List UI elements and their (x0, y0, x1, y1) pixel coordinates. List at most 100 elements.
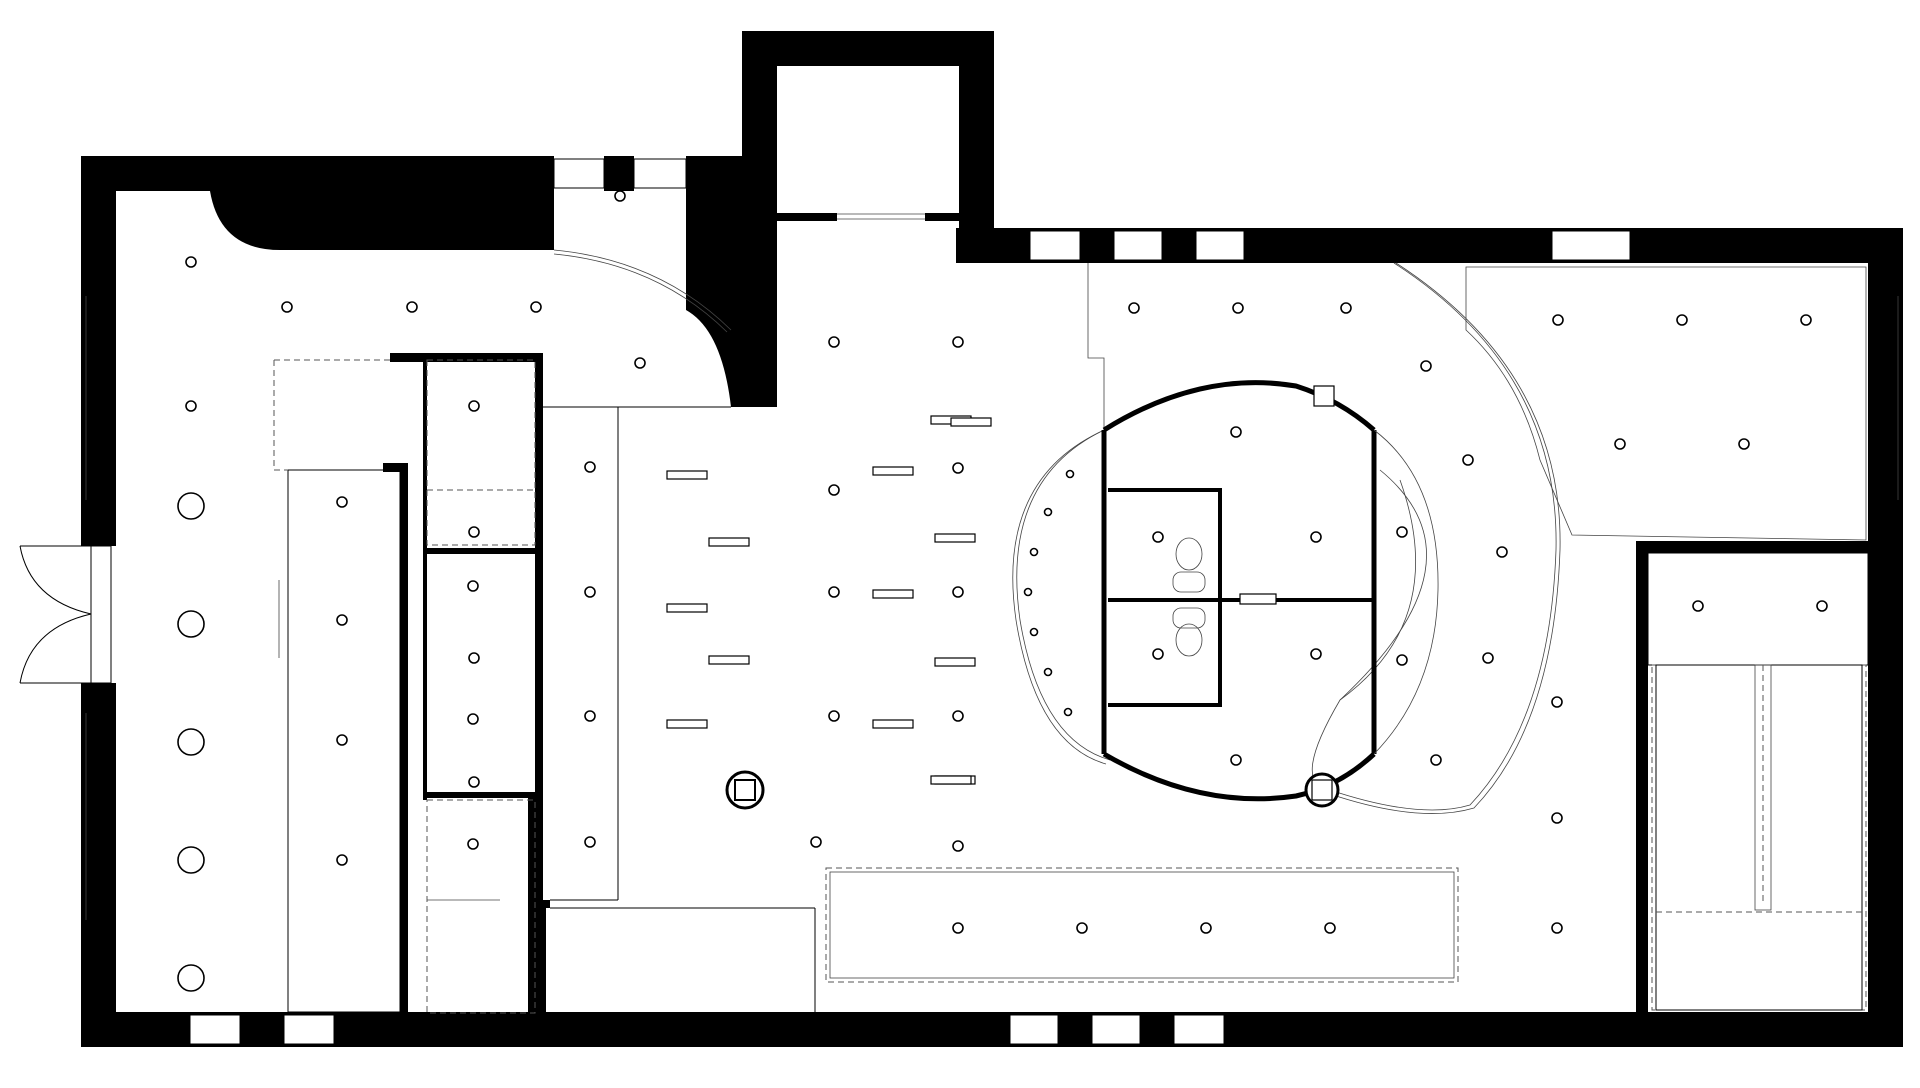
downlight (185, 256, 197, 268)
downlights (185, 190, 1828, 934)
pendant-light (177, 728, 205, 756)
downlight (952, 710, 964, 722)
entrance-double-door (19, 545, 112, 684)
round-room (1012, 380, 1439, 808)
downlight (1676, 314, 1688, 326)
window (553, 158, 605, 189)
window (1029, 230, 1081, 261)
linear-light (934, 657, 976, 667)
downlight (467, 713, 479, 725)
windows (85, 156, 1899, 1047)
wall-washer-light (1029, 627, 1039, 637)
window (1113, 230, 1163, 261)
downlight (584, 461, 596, 473)
wall-washer-light (1029, 547, 1039, 557)
linear-light (872, 719, 914, 729)
downlight (468, 776, 480, 788)
downlight (584, 710, 596, 722)
downlight (185, 400, 197, 412)
window (189, 1014, 241, 1045)
downlight (952, 336, 964, 348)
downlight (828, 586, 840, 598)
downlight (1551, 812, 1563, 824)
downlight (1128, 302, 1140, 314)
wall-washer-light (1043, 507, 1053, 517)
downlight (952, 840, 964, 852)
downlight (336, 734, 348, 746)
downlight (1340, 302, 1352, 314)
downlight (1200, 922, 1212, 934)
downlight (336, 496, 348, 508)
window (1173, 1014, 1225, 1045)
pendant-lights (177, 492, 205, 992)
window (283, 1014, 335, 1045)
window (1091, 1014, 1141, 1045)
downlight (406, 301, 418, 313)
window (1551, 230, 1631, 261)
pendant-light (177, 610, 205, 638)
downlight (1420, 360, 1432, 372)
linear-light (708, 537, 750, 547)
downlight (468, 400, 480, 412)
linear-light (708, 655, 750, 665)
downlight (1396, 654, 1408, 666)
downlight (1430, 754, 1442, 766)
downlight (1614, 438, 1626, 450)
downlight (1496, 546, 1508, 558)
downlight (1152, 648, 1164, 660)
downlight (1800, 314, 1812, 326)
wall-washer-light (1065, 469, 1075, 479)
linear-light (666, 603, 708, 613)
downlight (1551, 696, 1563, 708)
wall-washer-light (1023, 587, 1033, 597)
exterior-walls (81, 31, 1903, 1047)
downlight (1076, 922, 1088, 934)
pendant-light (177, 492, 205, 520)
downlight (1324, 922, 1336, 934)
downlight (1152, 531, 1164, 543)
downlight (1551, 922, 1563, 934)
linear-light (872, 466, 914, 476)
downlight (828, 336, 840, 348)
downlight (584, 836, 596, 848)
downlight (828, 484, 840, 496)
downlight (614, 190, 626, 202)
downlight (1482, 652, 1494, 664)
downlight (468, 526, 480, 538)
linear-light (934, 533, 976, 543)
window (1009, 1014, 1059, 1045)
linear-light (872, 589, 914, 599)
linear-light (950, 417, 992, 427)
downlight (1310, 531, 1322, 543)
downlight (810, 836, 822, 848)
linear-light (930, 775, 972, 785)
wall-washer-lights (1023, 469, 1075, 717)
downlight (828, 710, 840, 722)
downlight (1232, 302, 1244, 314)
wall-washer-light (1063, 707, 1073, 717)
linear-light (666, 470, 708, 480)
downlight (1310, 648, 1322, 660)
downlight (634, 357, 646, 369)
column-fixture (725, 770, 765, 810)
downlight (281, 301, 293, 313)
downlight (952, 922, 964, 934)
downlight (336, 614, 348, 626)
downlight (467, 838, 479, 850)
downlight (952, 586, 964, 598)
linear-light (666, 719, 708, 729)
downlight (467, 580, 479, 592)
pendant-light (177, 846, 205, 874)
downlight (1552, 314, 1564, 326)
downlight (584, 586, 596, 598)
downlight (1396, 526, 1408, 538)
wall-washer-light (1043, 667, 1053, 677)
downlight (1462, 454, 1474, 466)
downlight (1816, 600, 1828, 612)
interior-partitions (273, 249, 1869, 1015)
downlight (1230, 426, 1242, 438)
downlight (952, 462, 964, 474)
downlight (468, 652, 480, 664)
downlight (1230, 754, 1242, 766)
